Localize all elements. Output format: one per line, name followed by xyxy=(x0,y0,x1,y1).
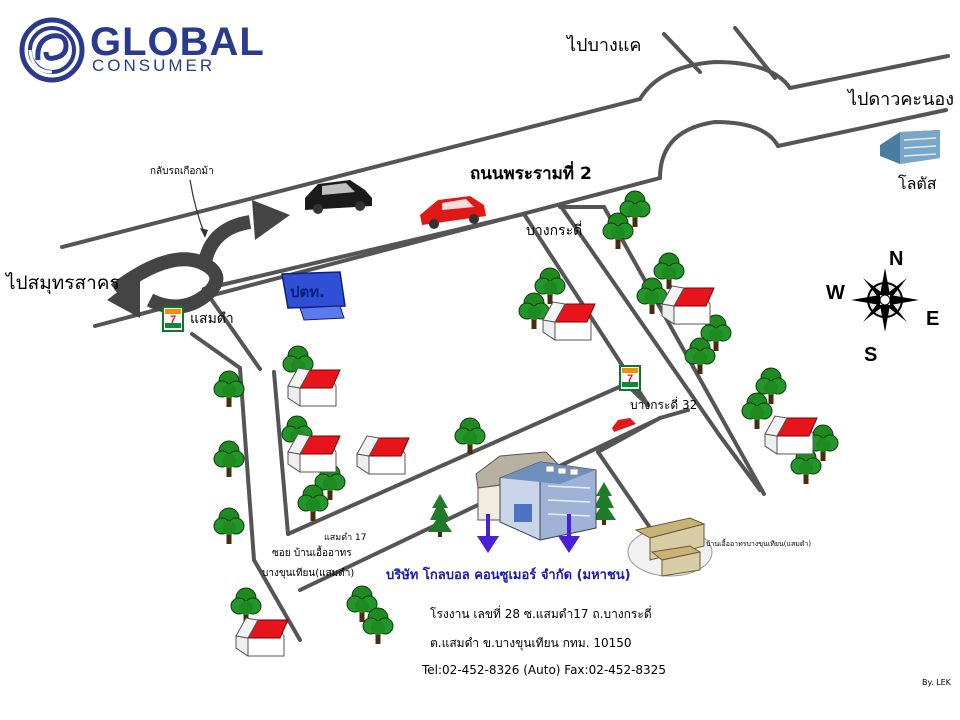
logo-consumer: CONSUMER xyxy=(92,56,216,75)
label-to-dao-khanong: ไปดาวคะนอง xyxy=(848,89,954,110)
label-u-turn: กลับรถเกือกม้า xyxy=(150,166,214,177)
seven-eleven-icon xyxy=(162,306,184,332)
label-rama2: ถนนพระรามที่ 2 xyxy=(470,164,592,184)
label-samae-dam: แสมดำ xyxy=(190,311,234,327)
company-contact: Tel:02-452-8326 (Auto) Fax:02-452-8325 xyxy=(422,663,666,677)
label-bang-khun-thian: บางขุนเทียน(แสมดำ) xyxy=(262,568,355,579)
compass-icon xyxy=(851,268,919,332)
housing-estate-icon xyxy=(627,517,713,577)
company-address-line1: โรงงาน เลขที่ 28 ซ.แสมดำ17 ถ.บางกระดี่ xyxy=(430,607,652,621)
entrance-arrows xyxy=(477,514,580,553)
black-car-icon xyxy=(305,180,372,214)
label-bang-kradi-32: บางกระดี่ 32 xyxy=(630,398,698,412)
label-housing: บ้านเอื้ออาทรบางขุนเทียน(แสมดำ) xyxy=(706,540,812,548)
company-name: บริษัท โกลบอล คอนซูเมอร์ จำกัด (มหาชน) xyxy=(386,568,631,583)
label-post-office: ปตท. xyxy=(290,283,325,301)
label-soi-ban-uea: ซอย บ้านเอื้ออาทร xyxy=(272,548,352,559)
label-to-samut-sakhon: ไปสมุทรสาคร xyxy=(6,272,120,294)
label-bang-kradi: บางกระดี่ xyxy=(526,223,583,239)
compass-e: E xyxy=(926,308,940,330)
label-lotus: โลตัส xyxy=(898,174,937,193)
red-car-icon xyxy=(420,196,486,229)
label-to-bang-khae: ไปบางแค xyxy=(567,35,642,56)
factory-building-icon xyxy=(475,451,597,541)
compass-s: S xyxy=(864,344,878,366)
compass-w: W xyxy=(826,282,845,304)
small-car-icon xyxy=(612,418,636,432)
seven-eleven-icon xyxy=(619,365,641,391)
company-address-line2: ต.แสมดำ ข.บางขุนเทียน กทม. 10150 xyxy=(430,636,632,650)
map-credit: By. LEK xyxy=(922,678,951,687)
logo-global: GLOBAL xyxy=(90,20,265,64)
u-turn-arrow xyxy=(107,200,290,318)
global-consumer-logo-mark xyxy=(19,17,85,83)
label-samae-dam-17: แสมดำ 17 xyxy=(324,533,367,543)
compass-n: N xyxy=(889,248,904,270)
post-office-icon xyxy=(281,271,346,321)
lotus-building-icon xyxy=(880,130,940,164)
